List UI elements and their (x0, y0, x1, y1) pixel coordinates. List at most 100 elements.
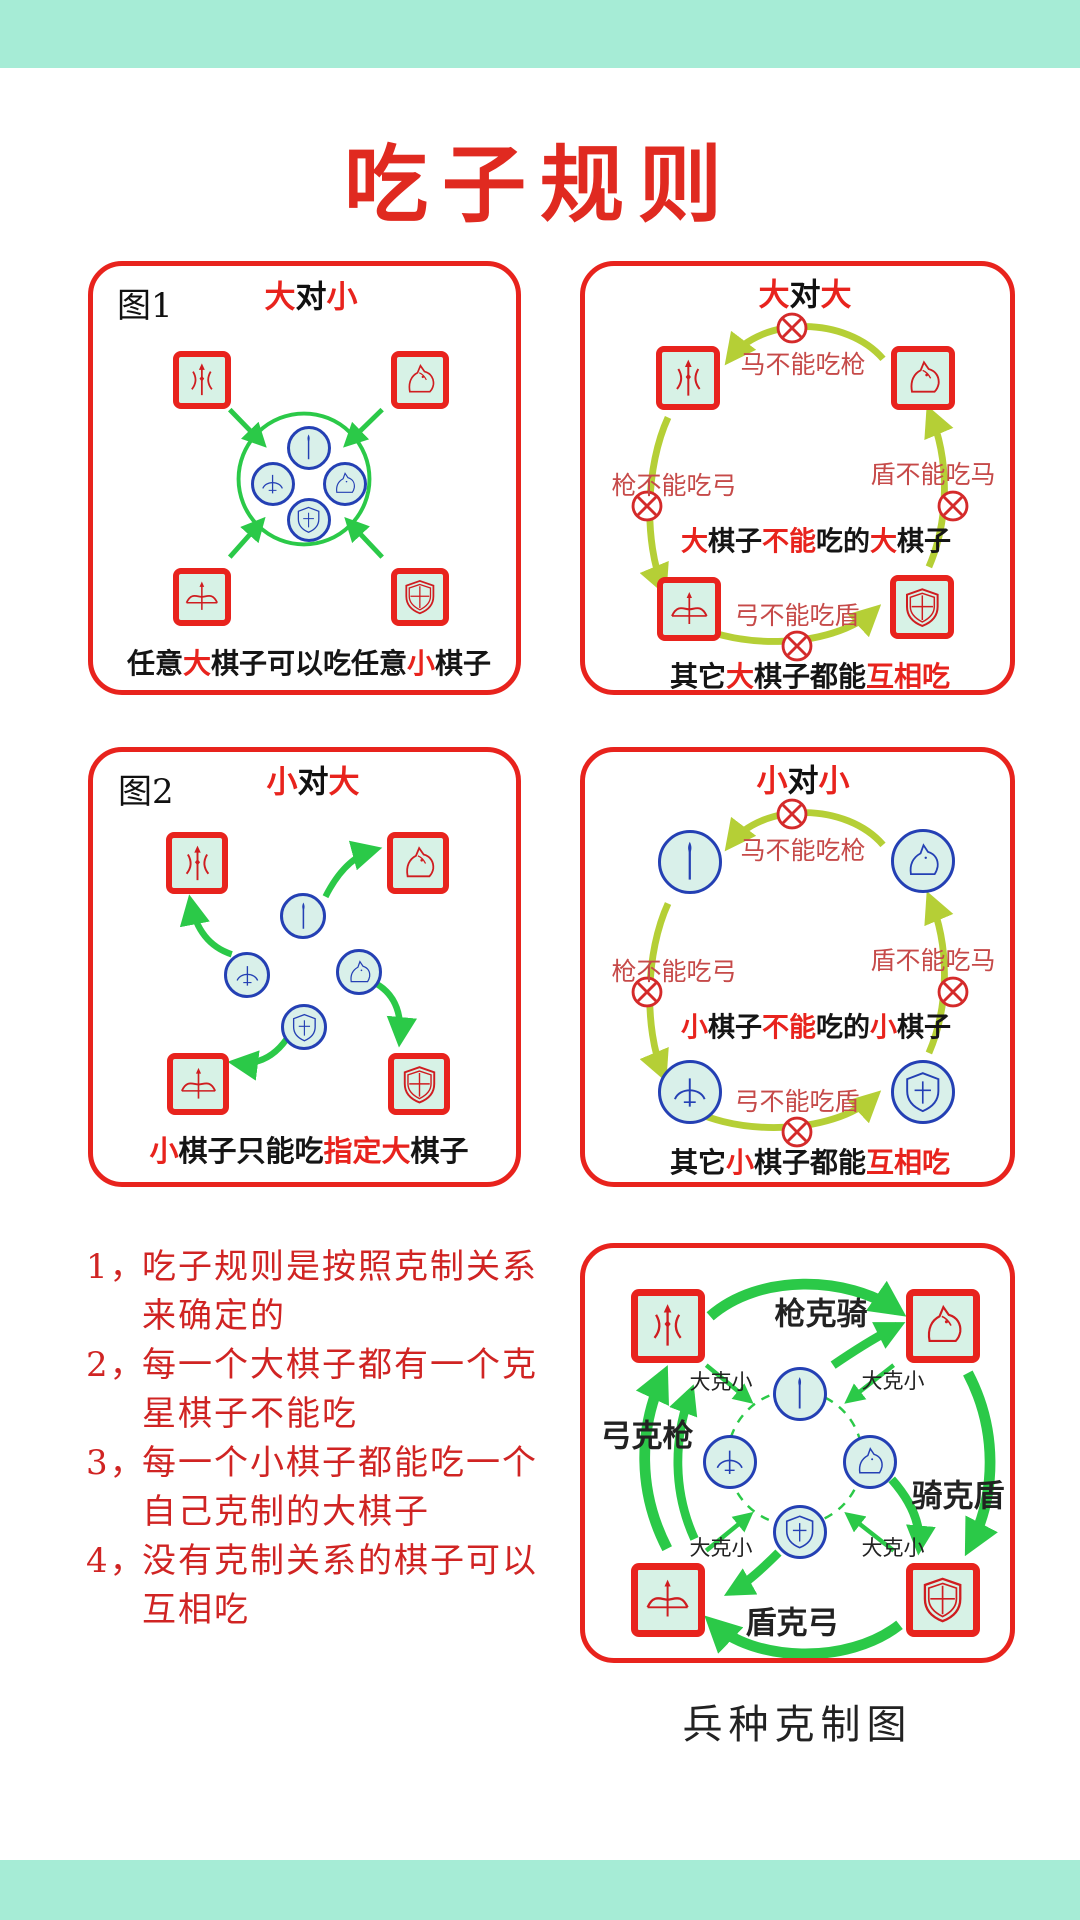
piece-horse-small (843, 1435, 897, 1489)
rule-text: 每一个小棋子都能吃一个自己克制的大棋子 (142, 1443, 538, 1532)
piece-halberd-big (656, 346, 720, 410)
piece-spear-small (280, 893, 326, 939)
shield-icon (901, 586, 944, 629)
label-big-beats-small: 大克小 (689, 1371, 753, 1394)
piece-bow-small (703, 1435, 757, 1489)
piece-bow-big (657, 577, 721, 641)
bow-small-icon (231, 959, 264, 992)
bow-icon (668, 588, 711, 631)
rule-item: 2，每一个大棋子都有一个克星棋子不能吃 (86, 1341, 556, 1439)
horse-small-icon (343, 956, 376, 989)
label-big-beats-small: 大克小 (861, 1537, 925, 1560)
piece-horse-big (891, 346, 955, 410)
shield-icon (399, 1064, 440, 1105)
rules-list: 1，吃子规则是按照克制关系来确定的 2，每一个大棋子都有一个克星棋子不能吃 3，… (86, 1243, 556, 1635)
panel-counter-diagram: 枪克骑 弓克枪 骑克盾 盾克弓 大克小 大克小 大克小 大克小 (580, 1243, 1015, 1663)
spear-icon (666, 838, 714, 886)
horse-icon (918, 1301, 967, 1350)
piece-shield-big (890, 575, 954, 639)
shield-small-icon (293, 504, 324, 535)
piece-horse-big (906, 1289, 980, 1363)
rule-number: 2， (86, 1345, 146, 1385)
label-bow-cant-eat-shield: 弓不能吃盾 (734, 1088, 860, 1116)
piece-horse-small (323, 462, 367, 506)
shield-small-icon (780, 1512, 819, 1551)
counter-diagram-caption: 兵种克制图 (682, 1702, 913, 1748)
panel3-arrows (179, 840, 418, 1081)
figure2-label: 图2 (118, 772, 174, 812)
horse-icon (401, 361, 439, 399)
shield-small-icon (288, 1011, 321, 1044)
piece-horse-big (387, 832, 449, 894)
panel1-caption: 任意大棋子可以吃任意小棋子 (126, 648, 492, 679)
panel2-mid-caption: 大棋子不能吃的大棋子 (681, 526, 951, 557)
label-bow-cant-eat-shield: 弓不能吃盾 (734, 602, 860, 630)
label-shield-beats-bow: 盾克弓 (745, 1605, 839, 1641)
halberd-icon (643, 1301, 692, 1350)
label-gun-beats-rider: 枪克骑 (774, 1296, 868, 1332)
panel-small-vs-big: 图2 小对大 小棋子只能吃指定大棋子 (88, 747, 521, 1187)
panel3-title: 小对大 (266, 764, 360, 800)
piece-bow-big (631, 1563, 705, 1637)
piece-spear-small (773, 1367, 827, 1421)
rule-text: 没有克制关系的棋子可以互相吃 (142, 1541, 538, 1630)
piece-bow-small (251, 462, 295, 506)
label-horse-cant-eat-gun: 马不能吃枪 (740, 837, 866, 865)
label-bow-beats-gun: 弓克枪 (600, 1418, 694, 1454)
bow-icon (183, 578, 221, 616)
horse-small-icon (899, 837, 947, 885)
panel4-title: 小对小 (756, 763, 850, 799)
rule-text: 每一个大棋子都有一个克星棋子不能吃 (142, 1345, 538, 1434)
label-horse-cant-eat-gun: 马不能吃枪 (740, 351, 866, 379)
panel-small-vs-small: 小对小 马不能吃枪 枪不能吃弓 盾不能吃马 弓不能吃盾 小棋子不能吃的小棋子 其… (580, 747, 1015, 1187)
bow-small-icon (666, 1068, 714, 1116)
rule-item: 4，没有克制关系的棋子可以互相吃 (86, 1537, 556, 1635)
spear-icon (780, 1374, 819, 1413)
page-title: 吃子规则 (343, 135, 736, 234)
panel1-arrows (227, 407, 384, 559)
panel1-title: 大对小 (264, 279, 358, 315)
rule-item: 1，吃子规则是按照克制关系来确定的 (86, 1243, 556, 1341)
panel2-bottom-caption: 其它大棋子都能互相吃 (669, 661, 951, 692)
bow-icon (643, 1575, 692, 1624)
piece-horse-small (336, 949, 382, 995)
panel2-title: 大对大 (758, 277, 852, 313)
piece-bow-small (658, 1060, 722, 1124)
rule-number: 3， (86, 1443, 146, 1483)
label-shield-cant-eat-horse: 盾不能吃马 (870, 947, 996, 975)
panel4-mid-caption: 小棋子不能吃的小棋子 (681, 1012, 951, 1043)
piece-horse-big (391, 351, 449, 409)
piece-shield-big (388, 1053, 450, 1115)
piece-horse-small (891, 829, 955, 893)
piece-bow-small (224, 952, 270, 998)
halberd-icon (667, 357, 710, 400)
top-band (0, 0, 1080, 68)
piece-spear-small (658, 830, 722, 894)
rule-number: 1， (86, 1247, 146, 1287)
label-gun-cant-eat-bow: 枪不能吃弓 (611, 472, 737, 500)
horse-small-icon (329, 468, 360, 499)
bow-icon (178, 1064, 219, 1105)
prohibit-icon (774, 310, 810, 346)
rule-item: 3，每一个小棋子都能吃一个自己克制的大棋子 (86, 1439, 556, 1537)
label-rider-beats-shield: 骑克盾 (911, 1478, 1005, 1514)
piece-shield-small (891, 1060, 955, 1124)
piece-shield-small (773, 1505, 827, 1559)
piece-halberd-big (631, 1289, 705, 1363)
spear-icon (287, 900, 320, 933)
rule-text: 吃子规则是按照克制关系来确定的 (142, 1247, 538, 1336)
piece-shield-big (906, 1563, 980, 1637)
piece-halberd-big (173, 351, 231, 409)
halberd-icon (183, 361, 221, 399)
piece-shield-big (391, 568, 449, 626)
horse-icon (902, 357, 945, 400)
horse-small-icon (850, 1442, 889, 1481)
label-big-beats-small: 大克小 (689, 1537, 753, 1560)
shield-icon (918, 1575, 967, 1624)
halberd-icon (177, 843, 218, 884)
figure1-label: 图1 (117, 286, 173, 326)
spear-icon (293, 432, 324, 463)
shield-small-icon (899, 1068, 947, 1116)
rule-number: 4， (86, 1541, 146, 1581)
